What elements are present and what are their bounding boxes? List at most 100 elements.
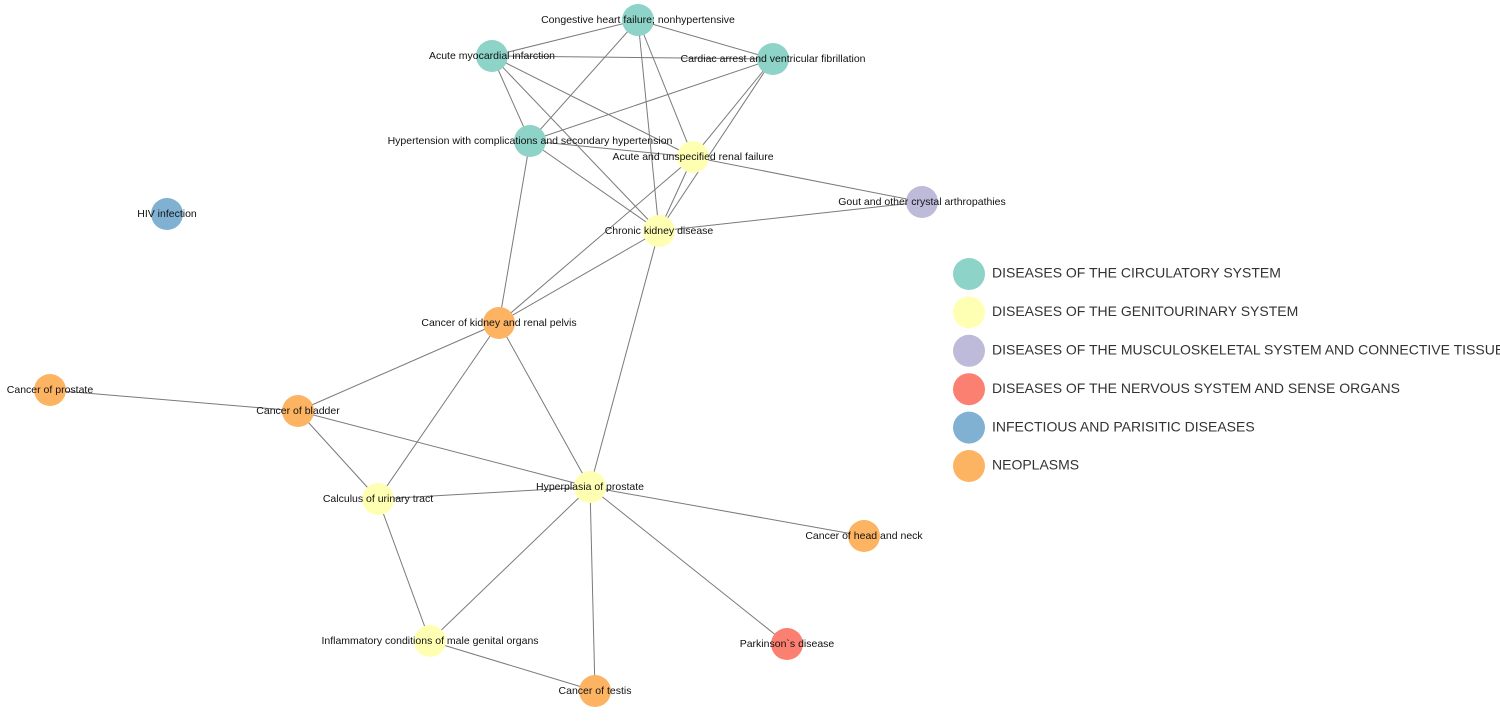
node-renal_failure[interactable]: Acute and unspecified renal failure [612,141,774,173]
legend-item-nervous: DISEASES OF THE NERVOUS SYSTEM AND SENSE… [953,373,1400,406]
edge-calculus-inflammatory [377,498,431,642]
node-circle[interactable] [514,125,546,157]
node-ami[interactable]: Acute myocardial infarction [429,40,555,72]
node-label: Hypertension with complications and seco… [388,135,673,147]
node-circle[interactable] [643,215,675,247]
legend-item-circulatory: DISEASES OF THE CIRCULATORY SYSTEM [953,258,1281,290]
node-head_neck[interactable]: Cancer of head and neck [805,520,923,552]
edge-chf-hypertension [529,19,639,142]
node-circle[interactable] [483,307,515,339]
node-label: Cancer of kidney and renal pelvis [421,317,576,329]
node-label: Cancer of head and neck [805,530,923,542]
node-label: Cancer of bladder [256,405,340,417]
legend-label: NEOPLASMS [992,457,1079,473]
node-label: HIV infection [137,208,197,220]
legend-label: INFECTIOUS AND PARISITIC DISEASES [992,418,1255,434]
node-circle[interactable] [151,198,183,230]
legend-label: DISEASES OF THE GENITOURINARY SYSTEM [992,303,1298,319]
edge-calculus-hyperplasia [377,486,591,500]
edge-hyperplasia-parkinsons [589,486,788,645]
node-label: Parkinson`s disease [740,638,835,650]
node-circle[interactable] [414,625,446,657]
node-calculus[interactable]: Calculus of urinary tract [323,483,433,515]
edge-cardiac_arrest-ckd [658,58,774,232]
edges-layer [49,19,923,692]
node-label: Cardiac arrest and ventricular fibrillat… [681,53,866,65]
legend-label: DISEASES OF THE MUSCULOSKELETAL SYSTEM A… [992,342,1500,358]
node-label: Hyperplasia of prostate [536,481,644,493]
node-parkinsons[interactable]: Parkinson`s disease [740,628,835,660]
node-circle[interactable] [579,675,611,707]
edge-renal_failure-gout [692,156,923,203]
node-hiv[interactable]: HIV infection [137,198,197,230]
edge-chf-cardiac_arrest [637,19,774,60]
edge-chf-ckd [637,19,660,232]
legend-swatch [953,373,985,406]
node-gout[interactable]: Gout and other crystal arthropathies [838,186,1006,218]
edge-kidney_cancer-bladder_cancer [297,322,500,412]
legend-swatch [953,258,985,290]
legend-swatch [953,334,985,367]
node-label: Acute and unspecified renal failure [612,151,773,163]
node-inflammatory[interactable]: Inflammatory conditions of male genital … [321,625,539,657]
edge-prostate_cancer-bladder_cancer [49,389,299,412]
edge-hypertension-renal_failure [529,140,694,158]
legend-item-infectious: INFECTIOUS AND PARISITIC DISEASES [953,411,1255,444]
node-circle[interactable] [34,374,66,406]
node-chf[interactable]: Congestive heart failure; nonhypertensiv… [541,4,735,36]
edge-kidney_cancer-calculus [377,322,500,500]
edge-ckd-hyperplasia [589,230,660,488]
node-bladder_cancer[interactable]: Cancer of bladder [256,395,340,427]
edge-cardiac_arrest-renal_failure [692,58,774,158]
node-cardiac_arrest[interactable]: Cardiac arrest and ventricular fibrillat… [681,43,866,75]
node-circle[interactable] [362,483,394,515]
edge-inflammatory-testis_cancer [429,640,596,692]
edge-bladder_cancer-hyperplasia [297,410,591,488]
legend-item-musculoskeletal: DISEASES OF THE MUSCULOSKELETAL SYSTEM A… [953,334,1500,367]
node-circle[interactable] [848,520,880,552]
node-label: Gout and other crystal arthropathies [838,196,1006,208]
edge-ckd-gout [658,201,923,232]
node-label: Acute myocardial infarction [429,50,555,62]
node-label: Chronic kidney disease [605,225,714,237]
legend-item-genitourinary: DISEASES OF THE GENITOURINARY SYSTEM [953,296,1298,329]
edge-hyperplasia-head_neck [589,486,865,537]
edge-hypertension-ckd [529,140,660,232]
node-prostate_cancer[interactable]: Cancer of prostate [7,374,94,406]
node-kidney_cancer[interactable]: Cancer of kidney and renal pelvis [421,307,577,339]
legend-swatch [953,411,985,444]
legend-swatch [953,296,985,329]
node-circle[interactable] [906,186,938,218]
node-hypertension[interactable]: Hypertension with complications and seco… [388,125,673,157]
edge-chf-renal_failure [637,19,694,158]
node-label: Calculus of urinary tract [323,493,433,505]
edge-ckd-kidney_cancer [498,230,660,324]
node-hyperplasia[interactable]: Hyperplasia of prostate [536,471,644,503]
node-circle[interactable] [757,43,789,75]
edge-ami-ckd [491,55,660,232]
node-circle[interactable] [574,471,606,503]
nodes-layer: Congestive heart failure; nonhypertensiv… [7,4,1006,707]
node-circle[interactable] [282,395,314,427]
edge-ami-renal_failure [491,55,694,158]
edge-kidney_cancer-hyperplasia [498,322,591,488]
edge-bladder_cancer-calculus [297,410,379,500]
node-label: Cancer of prostate [7,384,94,396]
node-label: Congestive heart failure; nonhypertensiv… [541,14,735,26]
legend-label: DISEASES OF THE CIRCULATORY SYSTEM [992,265,1281,281]
edge-hyperplasia-inflammatory [429,486,591,642]
node-testis_cancer[interactable]: Cancer of testis [559,675,632,707]
legend-label: DISEASES OF THE NERVOUS SYSTEM AND SENSE… [992,380,1400,396]
node-circle[interactable] [771,628,803,660]
node-label: Cancer of testis [559,685,632,697]
node-circle[interactable] [622,4,654,36]
edge-ami-cardiac_arrest [491,55,774,60]
node-ckd[interactable]: Chronic kidney disease [605,215,714,247]
node-label: Inflammatory conditions of male genital … [321,635,538,647]
edge-cardiac_arrest-hypertension [529,58,774,142]
node-circle[interactable] [677,141,709,173]
legend-swatch [953,450,985,482]
node-circle[interactable] [476,40,508,72]
edge-hyperplasia-testis_cancer [589,486,596,692]
